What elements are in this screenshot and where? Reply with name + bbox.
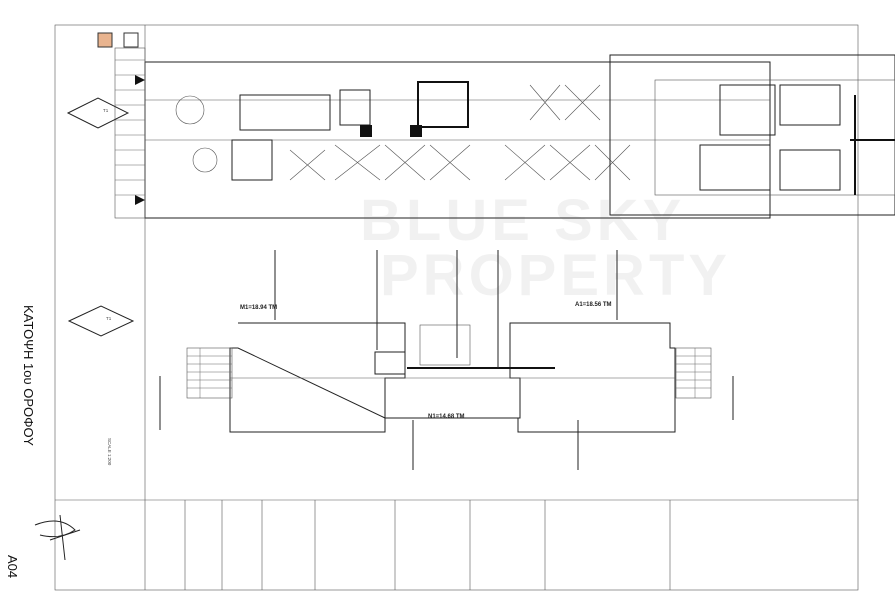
level-label-left: M1=18.94 TM — [240, 305, 277, 311]
sheet-number: A04 — [5, 555, 20, 578]
drawing-scale: SCALE 1:200 — [107, 438, 112, 466]
north-marker-top: T1 — [66, 97, 130, 129]
watermark-line2: PROPERTY — [380, 243, 731, 308]
level-label-center: N1=14.68 TM — [428, 414, 465, 420]
sheet-border — [54, 24, 859, 591]
level-label-right: A1=18.56 TM — [575, 302, 612, 308]
legend-swatch-empty — [123, 32, 139, 48]
watermark-line1: BLUE SKY — [360, 188, 685, 253]
signature — [34, 514, 81, 561]
drawing-title: ΚΑΤΟΨΗ 1ου ΟΡΟΦΟΥ — [21, 305, 36, 446]
ground-floor-plan — [114, 47, 895, 219]
title-block — [34, 499, 858, 590]
north-marker-bottom: T1 — [67, 305, 135, 337]
svg-text:T1: T1 — [106, 316, 112, 321]
svg-text:T1: T1 — [103, 108, 109, 113]
first-floor-plan: M1=18.94 TM A1=18.56 TM N1=14.68 TM — [159, 250, 734, 470]
legend-swatch-hatched — [97, 32, 113, 48]
